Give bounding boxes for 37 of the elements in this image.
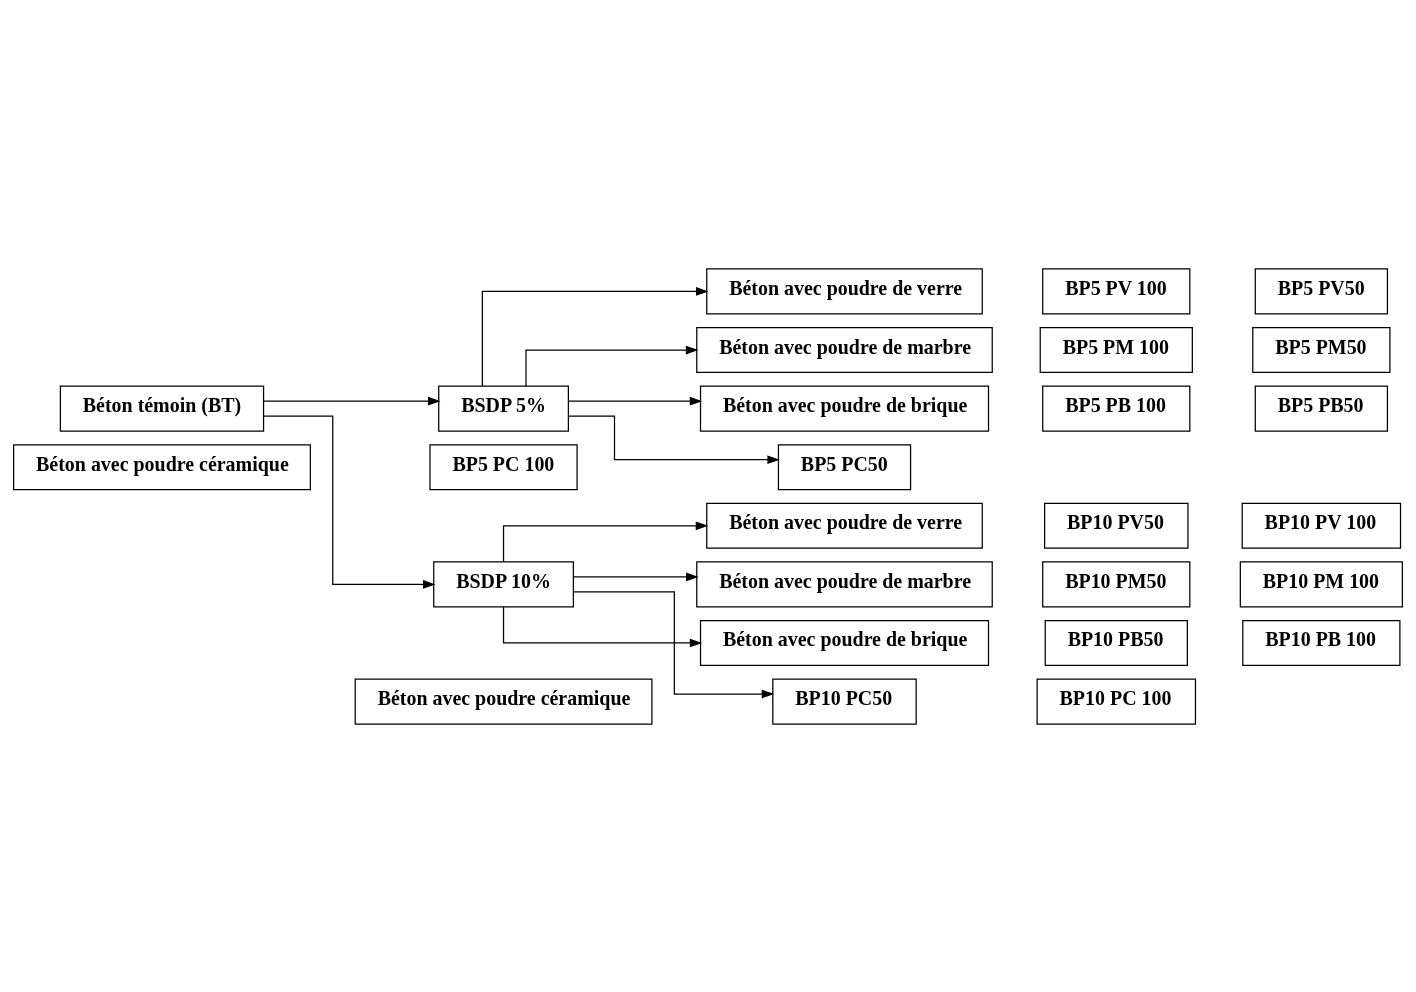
node-box: Béton témoin (BT) (59, 385, 265, 432)
arrow (572, 572, 699, 581)
arrow (572, 590, 775, 698)
node-box: BSDP 10% (433, 560, 574, 607)
arrow (502, 605, 703, 647)
node-box: Béton avec poudre de brique (699, 619, 990, 666)
node-box: BP10 PM 100 (1239, 560, 1403, 607)
node-box: Béton avec poudre de brique (699, 385, 990, 432)
arrow (481, 286, 709, 387)
arrow (525, 345, 699, 387)
node-box: BP10 PC50 (772, 678, 917, 725)
arrow (263, 396, 441, 405)
node-box: BP5 PM50 (1252, 326, 1391, 373)
node-box: BP5 PB 100 (1042, 385, 1191, 432)
node-box: BP5 PC 100 (429, 443, 578, 490)
node-box: BP5 PB50 (1254, 385, 1389, 432)
arrow (502, 520, 709, 563)
node-box: BP10 PV50 (1043, 502, 1189, 549)
node-box: BP10 PC 100 (1036, 678, 1197, 725)
node-box: BP10 PV 100 (1241, 502, 1402, 549)
node-box: Béton avec poudre céramique (354, 678, 653, 725)
arrow (567, 396, 703, 405)
arrow (567, 414, 780, 464)
node-box: BP5 PM 100 (1039, 326, 1193, 373)
node-box: BP5 PV50 (1254, 267, 1389, 314)
node-box: BP10 PB 100 (1242, 619, 1401, 666)
node-box: BSDP 5% (438, 385, 569, 432)
node-box: BP5 PV 100 (1042, 267, 1191, 314)
node-box: BP10 PB50 (1044, 619, 1188, 666)
node-box: Béton avec poudre de marbre (696, 326, 993, 373)
arrow (263, 414, 436, 589)
node-box: BP5 PC50 (777, 443, 912, 490)
node-box: Béton avec poudre de verre (706, 267, 983, 314)
node-box: BP10 PM50 (1042, 560, 1191, 607)
node-box: Béton avec poudre de marbre (696, 560, 993, 607)
node-box: Béton avec poudre céramique (13, 443, 311, 490)
node-box: Béton avec poudre de verre (706, 502, 983, 549)
